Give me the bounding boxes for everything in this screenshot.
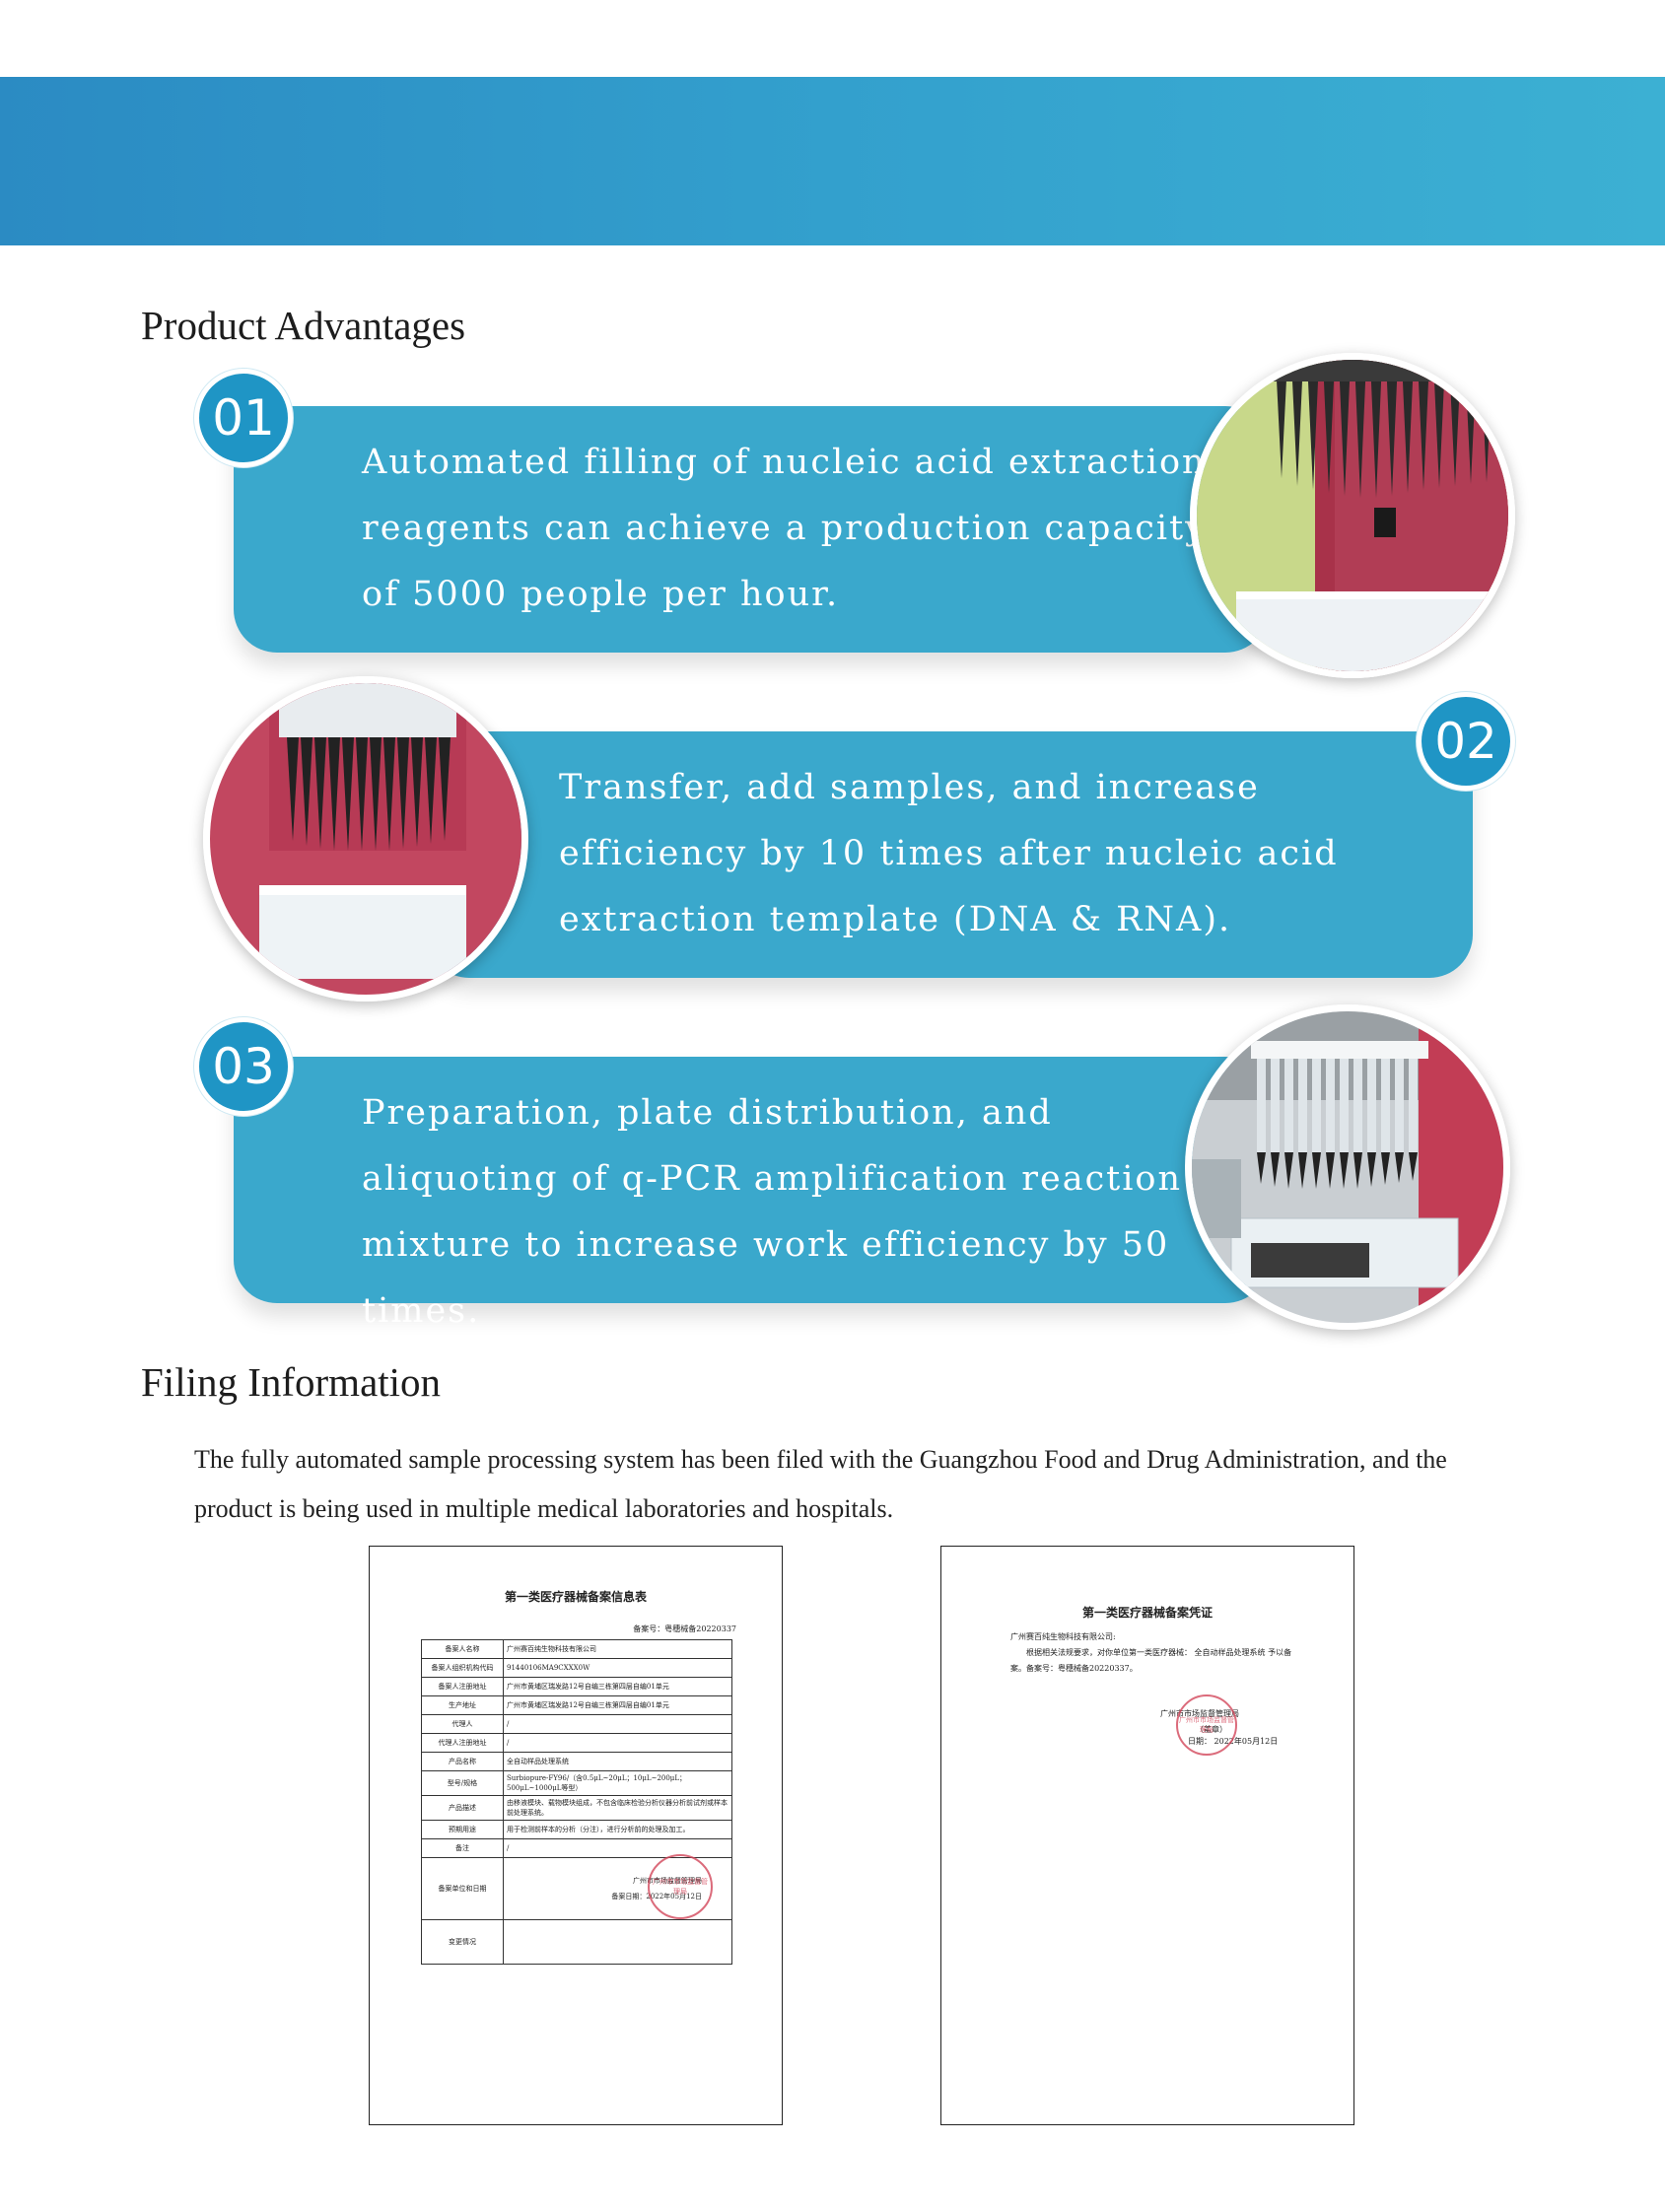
official-seal-1: 广州市市场监督管理局 <box>648 1854 713 1919</box>
table-row: 代理人注册地址/ <box>421 1733 732 1753</box>
table-row: 产品描述由移液模块、载物模块组成，不包含临床检验分析仪器分析前试剂或样本前处理系… <box>421 1795 732 1821</box>
seal-text-2: 广州市市场监督管理局 <box>1179 1716 1234 1734</box>
doc2-body: 根据相关法规要求，对你单位第一类医疗器械： 全自动样品处理系统 予以备案。备案号… <box>1010 1648 1292 1673</box>
badge-02: 02 <box>1417 692 1515 791</box>
official-seal-2: 广州市市场监督管理局 <box>1176 1694 1237 1756</box>
advantage-text-1: Automated filling of nucleic acid extrac… <box>362 443 1207 614</box>
doc1-record-number: 备案号：粤穗械备20220337 <box>633 1624 736 1633</box>
header-banner <box>0 77 1665 245</box>
pipette-illustration-1 <box>1197 360 1508 671</box>
advantage-card-2: Transfer, add samples, and increase effi… <box>426 731 1473 978</box>
photo-qpcr-rack <box>1185 1004 1510 1330</box>
table-row: 备注/ <box>421 1838 732 1858</box>
photo-pipette-array-1 <box>1190 353 1515 678</box>
section-title-filing: Filing Information <box>141 1359 442 1405</box>
doc2-title: 第一类医疗器械备案凭证 <box>1081 1606 1213 1620</box>
doc2-date: 日期： 2022年05月12日 <box>1188 1737 1279 1746</box>
table-row: 生产地址广州市黄埔区瑞发路12号自编三栋第四层自编01单元 <box>421 1695 732 1715</box>
seal-text-1: 广州市市场监督管理局 <box>653 1878 708 1896</box>
advantage-text-3: Preparation, plate distribution, and ali… <box>362 1093 1183 1331</box>
table-row: 代理人/ <box>421 1714 732 1734</box>
photo-pipette-array-2 <box>203 676 528 1002</box>
badge-03: 03 <box>194 1017 293 1116</box>
advantage-card-1: Automated filling of nucleic acid extrac… <box>234 406 1269 653</box>
section-title-advantages: Product Advantages <box>141 303 466 348</box>
badge-01: 01 <box>194 369 293 467</box>
table-row: 备案人名称广州赛百纯生物科技有限公司 <box>421 1639 732 1659</box>
filing-info-sheet: 第一类医疗器械备案信息表 备案号：粤穗械备20220337 备案人名称广州赛百纯… <box>369 1546 783 2125</box>
advantage-card-3: Preparation, plate distribution, and ali… <box>234 1057 1269 1331</box>
qpcr-illustration <box>1192 1011 1503 1323</box>
advantage-text-2: Transfer, add samples, and increase effi… <box>559 768 1339 939</box>
filing-description: The fully automated sample processing sy… <box>194 1445 1447 1523</box>
doc2-addressee: 广州赛百纯生物科技有限公司: <box>1010 1632 1116 1641</box>
pipette-illustration-2 <box>210 683 521 995</box>
table-row: 预期用途用于检测前样本的分析（分注），进行分析前的处理及加工。 <box>421 1820 732 1839</box>
table-row: 产品名称全自动样品处理系统 <box>421 1752 732 1771</box>
table-row: 备案人注册地址广州市黄埔区瑞发路12号自编三栋第四层自编01单元 <box>421 1677 732 1696</box>
doc1-title: 第一类医疗器械备案信息表 <box>504 1590 647 1604</box>
table-row: 变更情况 <box>421 1919 732 1965</box>
filing-certificate: 第一类医疗器械备案凭证 广州赛百纯生物科技有限公司: 根据相关法规要求，对你单位… <box>940 1546 1354 2125</box>
